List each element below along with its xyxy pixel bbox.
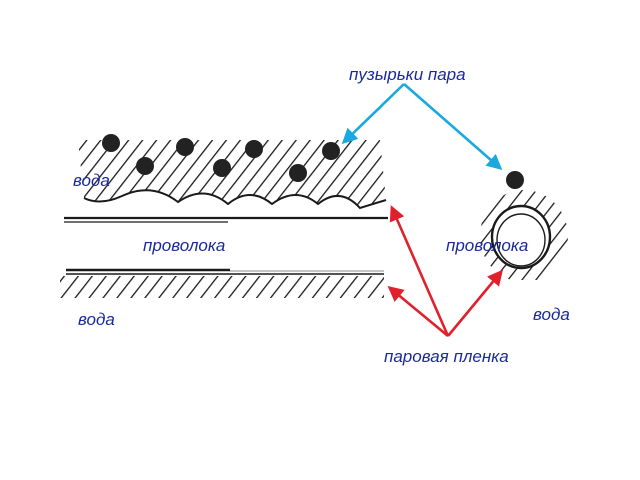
label-vapor-film: паровая пленка: [384, 347, 509, 366]
vapor-bubble: [136, 157, 154, 175]
label-water-top-left: вода: [73, 171, 110, 190]
vapor-bubble: [506, 171, 524, 189]
wire-cross-section: [470, 140, 580, 280]
vapor-bubble: [289, 164, 307, 182]
vapor-bubble: [245, 140, 263, 158]
label-wire-left: проволока: [143, 236, 225, 255]
vapor-bubble: [102, 134, 120, 152]
label-water-right: вода: [533, 305, 570, 324]
vapor-film-top-left: [64, 218, 388, 222]
label-wire-right: проволока: [446, 236, 528, 255]
label-bubbles: пузырьки пара: [349, 65, 466, 84]
vapor-film-bottom-left: [66, 270, 384, 274]
label-water-bottom-left: вода: [78, 310, 115, 329]
vapor-bubble: [176, 138, 194, 156]
vapor-bubble: [322, 142, 340, 160]
water-hatch-bottom-left: [56, 276, 388, 298]
vapor-bubble: [213, 159, 231, 177]
